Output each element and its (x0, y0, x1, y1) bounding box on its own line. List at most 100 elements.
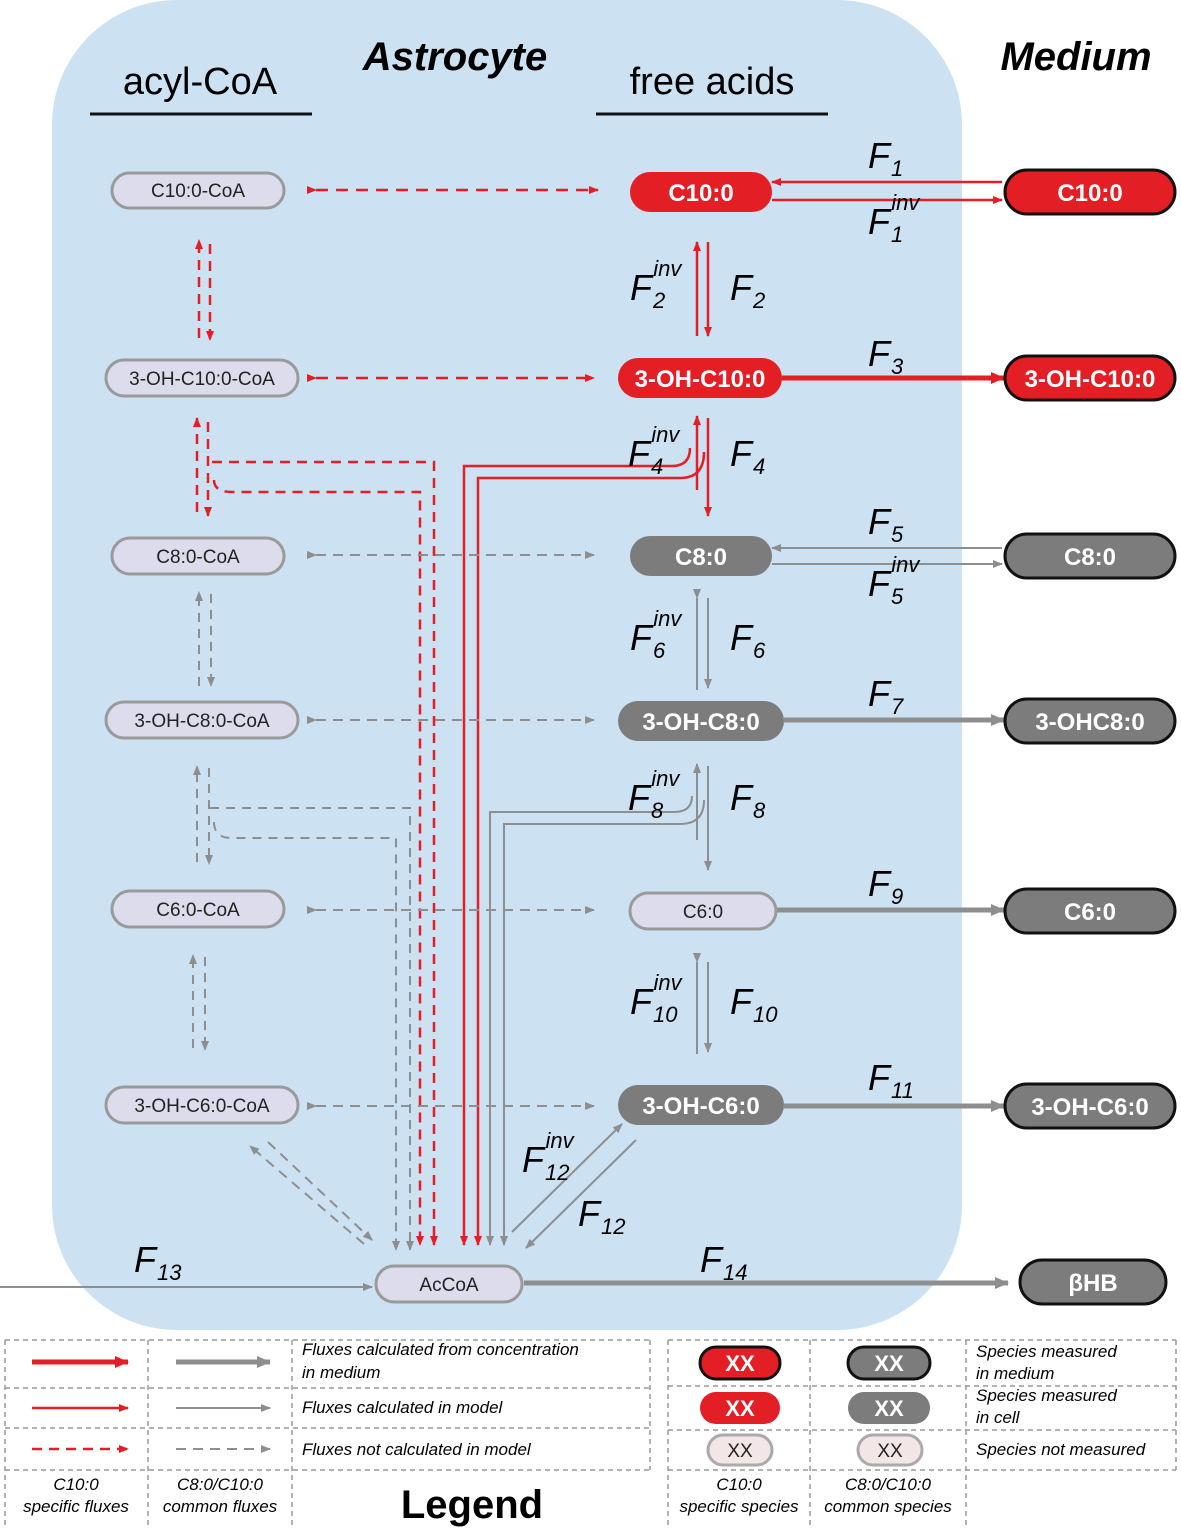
node-fa-c6: C6:0 (628, 891, 778, 931)
node-acoa: AcCoA (374, 1264, 524, 1304)
node-fa-3oh-c10: 3-OH-C10:0 (618, 358, 782, 398)
svg-text:βHB: βHB (1068, 1270, 1117, 1297)
flux-f10: F10 (730, 981, 778, 1027)
legend-sample-gray-unmeasured: XX (856, 1433, 924, 1467)
node-fa-3oh-c8: 3-OH-C8:0 (618, 701, 784, 741)
flux-f12: F12 (578, 1193, 625, 1239)
legend-sample-red-cell: XX (700, 1392, 780, 1424)
flux-f4inv: F4inv (628, 422, 681, 479)
node-coa-c10: C10:0-CoA (110, 171, 286, 210)
legend-foot-c10-species-1: C10:0 (716, 1475, 762, 1494)
flux-f6inv: F6inv (630, 606, 683, 663)
flux-f1inv: F1inv (868, 190, 921, 247)
node-med-3oh-c10: 3-OH-C10:0 (1003, 354, 1177, 402)
svg-text:XX: XX (874, 1351, 904, 1376)
legend: Fluxes calculated from concentration in … (4, 1339, 1177, 1528)
legend-foot-common-fluxes-1: C8:0/C10:0 (177, 1475, 264, 1494)
svg-text:3-OH-C10:0: 3-OH-C10:0 (1025, 366, 1156, 393)
node-med-bhb: βHB (1018, 1258, 1168, 1306)
legend-species-cell-2: in cell (976, 1408, 1021, 1427)
legend-sample-red-unmeasured: XX (706, 1433, 774, 1467)
arrows (0, 178, 1009, 1291)
legend-species-cell-1: Species measured (976, 1386, 1117, 1405)
flux-f11: F11 (868, 1057, 914, 1103)
flux-f3: F3 (868, 333, 904, 379)
legend-sample-gray-cell: XX (848, 1392, 930, 1424)
free-acids-header: free acids (630, 61, 795, 103)
acyl-coa-header: acyl-CoA (123, 61, 278, 103)
flux-f13: F13 (134, 1239, 182, 1285)
svg-text:3-OH-C6:0: 3-OH-C6:0 (642, 1093, 759, 1120)
legend-title: Legend (401, 1483, 543, 1527)
svg-text:C6:0-CoA: C6:0-CoA (156, 900, 240, 921)
flux-f5inv: F5inv (868, 552, 921, 609)
legend-sample-gray-medium: XX (846, 1345, 932, 1381)
legend-foot-common-fluxes-2: common fluxes (163, 1497, 278, 1516)
legend-foot-c10-fluxes-2: specific fluxes (23, 1497, 129, 1516)
node-fa-c10: C10:0 (630, 172, 772, 212)
flux-f2inv: F2inv (630, 256, 683, 313)
astrocyte-title: Astrocyte (362, 35, 548, 79)
svg-text:3-OH-C10:0: 3-OH-C10:0 (635, 366, 766, 393)
node-med-3oh-c6: 3-OH-C6:0 (1003, 1082, 1177, 1130)
node-fa-3oh-c6: 3-OH-C6:0 (618, 1085, 784, 1125)
node-med-3oh-c8: 3-OHC8:0 (1003, 697, 1177, 745)
svg-text:C10:0-CoA: C10:0-CoA (151, 181, 245, 202)
flux-f10inv: F10inv (630, 970, 684, 1027)
legend-species-none: Species not measured (976, 1440, 1146, 1459)
svg-text:3-OHC8:0: 3-OHC8:0 (1035, 709, 1144, 736)
svg-text:XX: XX (877, 1441, 903, 1462)
legend-foot-common-species-2: common species (824, 1497, 952, 1516)
astrocyte-compartment (52, 0, 962, 1330)
flux-labels: F1 F1inv F2inv F2 F3 F4inv F4 F5 F5inv F… (134, 135, 921, 1285)
legend-row3: Fluxes not calculated in model (302, 1440, 532, 1459)
svg-text:3-OH-C6:0: 3-OH-C6:0 (1031, 1094, 1148, 1121)
svg-text:C6:0: C6:0 (1064, 899, 1116, 926)
svg-text:C8:0: C8:0 (675, 544, 727, 571)
flux-f12inv: F12inv (522, 1128, 576, 1185)
legend-foot-c10-species-2: specific species (679, 1497, 799, 1516)
flux-f1: F1 (868, 135, 903, 181)
node-med-c10: C10:0 (1003, 168, 1177, 216)
node-fa-c8: C8:0 (630, 536, 772, 576)
flux-f5: F5 (868, 501, 904, 547)
flux-f7: F7 (868, 673, 904, 719)
node-med-c6: C6:0 (1003, 887, 1177, 935)
node-coa-3oh-c6: 3-OH-C6:0-CoA (104, 1085, 300, 1125)
node-coa-3oh-c10: 3-OH-C10:0-CoA (104, 358, 300, 398)
svg-text:C8:0-CoA: C8:0-CoA (156, 547, 240, 568)
svg-text:AcCoA: AcCoA (419, 1275, 478, 1296)
svg-text:3-OH-C6:0-CoA: 3-OH-C6:0-CoA (134, 1096, 269, 1117)
legend-row1-line2: in medium (302, 1363, 380, 1382)
flux-f4: F4 (730, 433, 765, 479)
svg-text:C10:0: C10:0 (668, 180, 733, 207)
svg-text:XX: XX (725, 1351, 755, 1376)
svg-text:3-OH-C8:0: 3-OH-C8:0 (642, 709, 759, 736)
svg-text:XX: XX (727, 1441, 753, 1462)
node-coa-c8: C8:0-CoA (110, 536, 286, 576)
node-coa-c6: C6:0-CoA (110, 889, 286, 929)
svg-text:C10:0: C10:0 (1057, 180, 1122, 207)
legend-species-medium-2: in medium (976, 1364, 1054, 1383)
legend-row1-line1: Fluxes calculated from concentration (302, 1340, 579, 1359)
flux-f9: F9 (868, 863, 903, 909)
node-med-c8: C8:0 (1003, 532, 1177, 580)
svg-text:C8:0: C8:0 (1064, 544, 1116, 571)
svg-text:3-OH-C8:0-CoA: 3-OH-C8:0-CoA (134, 711, 269, 732)
medium-title: Medium (1000, 35, 1151, 79)
legend-sample-red-medium: XX (698, 1345, 782, 1381)
legend-foot-common-species-1: C8:0/C10:0 (845, 1475, 932, 1494)
legend-species-medium-1: Species measured (976, 1342, 1117, 1361)
svg-text:C6:0: C6:0 (683, 902, 723, 923)
flux-f8: F8 (730, 777, 766, 823)
svg-text:3-OH-C10:0-CoA: 3-OH-C10:0-CoA (129, 369, 275, 390)
svg-text:XX: XX (725, 1396, 755, 1421)
node-coa-3oh-c8: 3-OH-C8:0-CoA (104, 700, 300, 740)
flux-f8inv: F8inv (628, 766, 681, 823)
svg-text:XX: XX (874, 1396, 904, 1421)
flux-f14: F14 (700, 1239, 747, 1285)
legend-row2: Fluxes calculated in model (302, 1398, 504, 1417)
legend-foot-c10-fluxes-1: C10:0 (53, 1475, 99, 1494)
